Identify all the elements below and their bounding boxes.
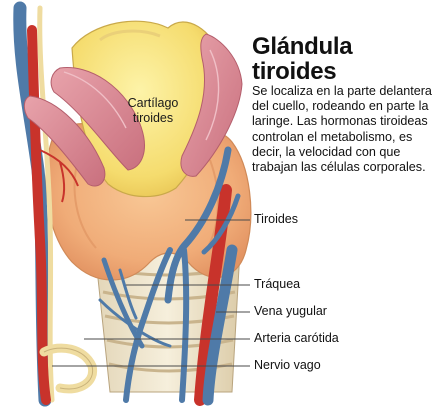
callout-nervio-vago: Nervio vago: [254, 358, 321, 372]
cartilage-label-line1: Cartílago: [127, 96, 179, 110]
title-line1: Glándula: [252, 33, 353, 60]
page-title: Glándula tiroides: [252, 33, 353, 85]
jugular-vein-right: [202, 244, 238, 406]
callout-traquea: Tráquea: [254, 277, 301, 291]
carotid-artery-right: [194, 184, 232, 406]
neck-muscles: [23, 33, 243, 187]
thyroid-veins: [98, 146, 241, 403]
cartilage-label: Cartílago tiroides: [108, 96, 198, 126]
callout-vena-yugular: Vena yugular: [254, 304, 327, 318]
callout-arteria-carotida: Arteria carótida: [254, 331, 339, 345]
thyroid-artery-branch: [39, 149, 79, 203]
callout-lines: [52, 219, 250, 367]
callout-tiroides: Tiroides: [254, 212, 298, 226]
description-text: Se localiza en la parte delantera del cu…: [252, 84, 432, 175]
vagus-nerve-left: [37, 5, 55, 403]
title-line2: tiroides: [252, 58, 337, 85]
cartilage-label-line2: tiroides: [132, 111, 174, 125]
